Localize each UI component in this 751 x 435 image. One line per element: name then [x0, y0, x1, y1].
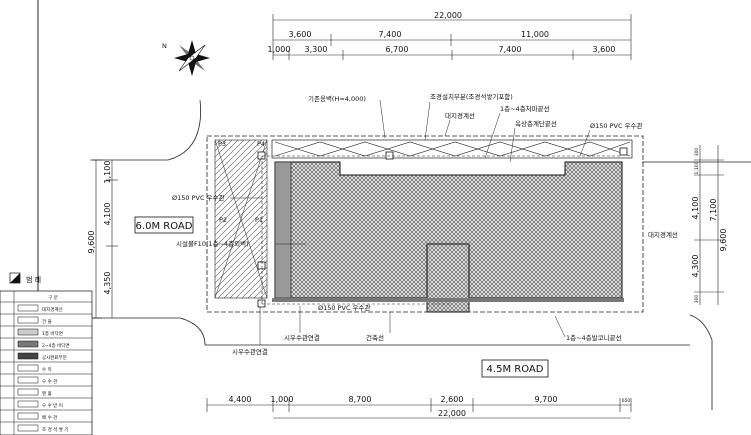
legend-row-label: 1층 바닥면 [42, 330, 63, 337]
dim-right-3: 4,100 [691, 197, 700, 220]
manhole-icons [257, 147, 628, 308]
dim-bottom-b: 1,000 [271, 395, 294, 404]
dim-bottom-total: 22,000 [438, 409, 466, 418]
dim-top2-c: 11,000 [521, 30, 549, 39]
bottom-dimensions [206, 398, 632, 419]
label-bottom4: 1층~4층발코니끝선 [566, 333, 622, 342]
dim-left-1: 1,100 [103, 161, 112, 184]
legend-row-label: 배 수 관 [42, 414, 57, 421]
legend-swatch [17, 400, 39, 408]
road-curve-bottom-right [689, 314, 713, 410]
label-bottom3: 건축선 [366, 333, 384, 342]
legend-swatch [17, 340, 39, 348]
label-pvc-top: Ø150 PVC 우수관 [590, 121, 643, 130]
north-label: N [162, 42, 167, 50]
road-curve-bottom-left [92, 317, 206, 346]
legend-swatch [17, 388, 39, 396]
dim-top3-d: 7,400 [499, 45, 522, 54]
dim-top2-b: 7,400 [379, 30, 402, 39]
legend-row-label: 맨 홀 [42, 390, 52, 397]
legend-swatch [17, 364, 39, 372]
legend-swatch [17, 352, 39, 360]
dim-right-2: 1,100 [694, 161, 700, 174]
label-right-mid: 대지경계선 [648, 230, 678, 239]
legend: 범 례 구 분 [0, 272, 93, 435]
point-p2: P2 [219, 216, 227, 224]
legend-swatch [17, 304, 39, 312]
dim-right-5: 300 [694, 295, 700, 304]
dim-bottom-a: 4,400 [229, 395, 252, 404]
label-bottom1: 시우수관연결 [232, 347, 268, 356]
top-dimensions [272, 14, 632, 60]
building-base-strip [272, 298, 624, 302]
dim-left-3: 4,350 [103, 272, 112, 295]
legend-row-label: 대지경계선 [42, 306, 63, 313]
label-pvc-bottom: Ø150 PVC 우수관 [318, 303, 371, 312]
dim-bottom-f: 650 [622, 398, 631, 404]
legend-row-label: 우 수 받 이 [42, 402, 63, 409]
road-left-label: 6.0M ROAD [136, 221, 193, 232]
legend-swatch [17, 412, 39, 420]
legend-row-label: 2~4층 바닥면 [42, 342, 70, 349]
legend-row-label: 수 목 [42, 367, 52, 373]
legend-swatch [17, 316, 39, 324]
legend-swatch [17, 424, 39, 432]
dim-right-total-a: 7,100 [709, 199, 718, 222]
legend-title: 범 례 [26, 275, 41, 284]
road-curve-top-left [92, 99, 201, 161]
dim-bottom-d: 2,600 [441, 395, 464, 404]
point-p4: P4 [257, 140, 265, 148]
dim-bottom-e: 9,700 [535, 395, 558, 404]
legend-swatch [17, 328, 39, 336]
landscape-strip [271, 139, 633, 159]
legend-swatch [17, 376, 39, 384]
dim-right-4: 4,300 [691, 255, 700, 278]
site-boundary [206, 135, 644, 313]
right-dimensions [694, 145, 724, 305]
legend-row-label: 조 경 석 쌓 기 [42, 426, 68, 433]
dim-right-1: 300 [694, 148, 700, 157]
dim-top3-c: 6,700 [386, 45, 409, 54]
label-bottom2: 시우수관연결 [284, 333, 320, 342]
label-pvc-left: Ø150 PVC 우수관 [172, 193, 225, 202]
dim-top-total: 22,000 [434, 11, 462, 20]
legend-row-label: 건 물 [42, 318, 52, 325]
label-top3: 1층~4층처마끝선 [500, 104, 550, 113]
legend-row-label: 공사완료부분 [42, 354, 67, 361]
building-wall-strip [274, 161, 292, 299]
dim-left-2: 4,100 [103, 203, 112, 226]
dim-bottom-c: 8,700 [349, 395, 372, 404]
dim-right-total-b: 9,600 [719, 229, 728, 252]
point-p1: P1 [255, 216, 263, 224]
north-arrow-icon [174, 40, 210, 76]
label-top2: 조경설치부분(조경석쌓기포함) [430, 92, 513, 101]
label-top1: 기존옹벽(H=4,000) [308, 94, 366, 103]
road-left-box [134, 216, 194, 234]
road-bottom-label: 4.5M ROAD [487, 364, 544, 375]
dim-top2-a: 3,600 [289, 30, 312, 39]
dim-left-outer: 9,600 [87, 231, 96, 254]
dim-top3-e: 3,600 [593, 45, 616, 54]
label-top4: 대지경계선 [445, 111, 475, 120]
legend-row-label: 우 수 관 [42, 378, 57, 385]
label-left-mid: 시설물F10(1층~4층외벽) [176, 239, 249, 248]
dim-top3-a: 1,000 [268, 45, 291, 54]
dim-top3-b: 3,300 [305, 45, 328, 54]
legend-header: 구 분 [48, 295, 58, 301]
label-top5: 옥상층계단끝선 [515, 119, 557, 128]
point-p3: P3 [218, 140, 226, 148]
road-bottom-box [481, 359, 549, 378]
